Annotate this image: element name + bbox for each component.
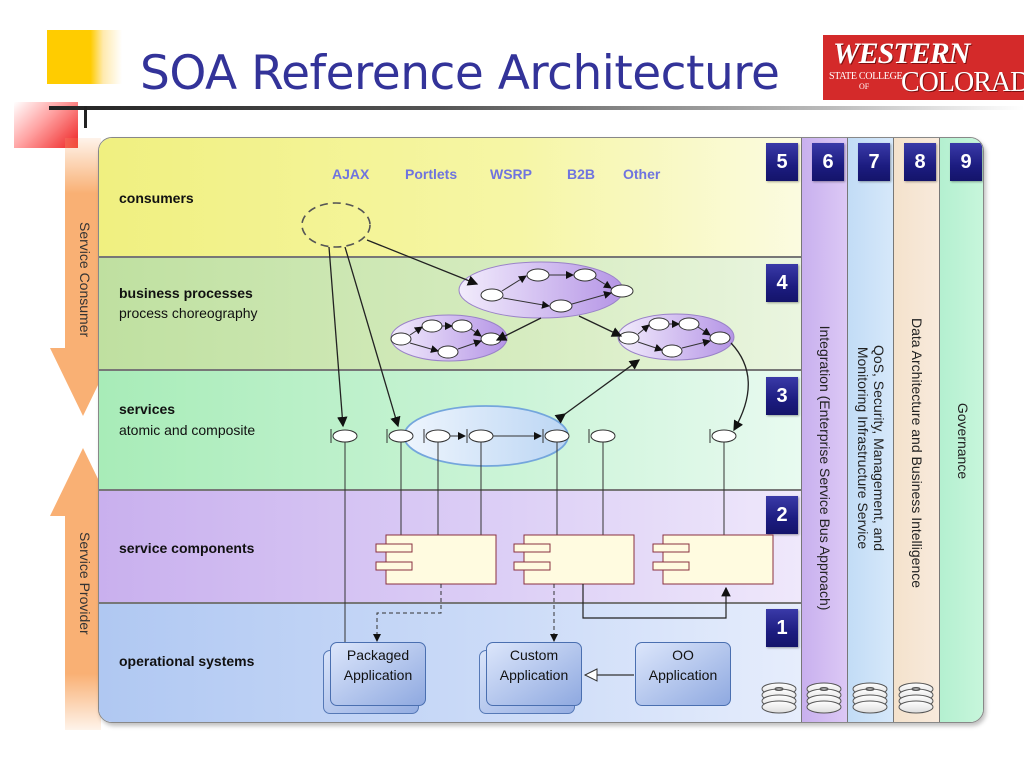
title-underline xyxy=(49,106,1024,110)
column-integration: Integration (Enterprise Service Bus Appr… xyxy=(801,138,847,722)
app-label: Packaged Application xyxy=(331,645,425,685)
channel-wsrp: WSRP xyxy=(490,166,532,182)
database-icon xyxy=(806,682,842,714)
database-icon xyxy=(852,682,888,714)
connector-arrow xyxy=(578,315,623,337)
channel-ajax: AJAX xyxy=(332,166,370,182)
college-logo: WESTERN STATE COLLEGE OF COLORADO xyxy=(823,35,1024,100)
layer-number-badge: 5 xyxy=(766,143,798,181)
service-provider-label: Service Provider xyxy=(77,532,93,635)
business-process-main xyxy=(458,261,634,319)
layer-title: services xyxy=(119,401,176,417)
layer-number-badge: 3 xyxy=(766,377,798,415)
channel-portlets: Portlets xyxy=(405,166,458,182)
consumer-ellipse xyxy=(301,202,371,248)
layer-title: service components xyxy=(119,540,255,556)
layer-number-badge: 4 xyxy=(766,264,798,302)
logo-text-western: WESTERN xyxy=(833,37,970,70)
app-label-line: Application xyxy=(499,667,569,683)
channel-other: Other xyxy=(623,166,661,182)
column-number-badge: 6 xyxy=(812,143,844,181)
app-packaged: Packaged Application xyxy=(330,642,426,706)
title-tick-mark xyxy=(84,106,87,128)
layer-number-badge: 2 xyxy=(766,496,798,534)
app-label-line: Application xyxy=(343,667,413,683)
column-data-architecture: Data Architecture and Business Intellige… xyxy=(893,138,939,722)
app-label-line: OO xyxy=(672,647,694,663)
connector-arrow xyxy=(366,239,479,286)
app-label: OO Application xyxy=(636,645,730,685)
connector-arrow xyxy=(554,359,641,424)
architecture-diagram: consumers AJAX Portlets WSRP B2B Other b… xyxy=(98,137,984,723)
decorative-yellow-square xyxy=(47,30,122,84)
connector-arrow xyxy=(344,246,401,428)
layer-number-badge: 1 xyxy=(766,609,798,647)
app-custom: Custom Application xyxy=(486,642,582,706)
logo-text-colorado: COLORADO xyxy=(901,67,1024,98)
database-icon xyxy=(761,682,797,714)
business-process-left xyxy=(390,314,508,362)
layer-consumers: consumers AJAX Portlets WSRP B2B Other xyxy=(99,138,801,258)
layer-subtitle: process choreography xyxy=(119,305,258,321)
channel-b2b: B2B xyxy=(567,166,596,182)
column-number-badge: 9 xyxy=(950,143,982,181)
connector-arrow xyxy=(582,584,731,619)
app-label: Custom Application xyxy=(487,645,581,685)
logo-text-state-college: STATE COLLEGE xyxy=(829,71,903,82)
service-consumer-label: Service Consumer xyxy=(77,222,93,338)
connector-arrow xyxy=(730,342,749,432)
column-number-badge: 8 xyxy=(904,143,936,181)
layer-subtitle: atomic and composite xyxy=(119,422,256,438)
column-qos-security: QoS, Security, Management, and Monitorin… xyxy=(847,138,893,722)
layer-title: consumers xyxy=(119,190,194,206)
app-label-line: Application xyxy=(648,667,718,683)
app-label-line: Packaged xyxy=(346,647,410,663)
logo-text-of: OF xyxy=(859,82,870,91)
service-component xyxy=(375,534,497,585)
connector-arrow xyxy=(495,317,542,341)
service-component xyxy=(652,534,774,585)
connector-arrow xyxy=(328,246,348,428)
business-process-right xyxy=(617,313,735,361)
layer-services: services atomic and composite xyxy=(99,371,801,491)
dependency-arrow xyxy=(373,584,442,642)
database-icon xyxy=(898,682,934,714)
app-oo: OO Application xyxy=(635,642,731,706)
app-label-line: Custom xyxy=(509,647,559,663)
service-nodes xyxy=(330,429,737,443)
slide-title: SOA Reference Architecture xyxy=(140,46,780,101)
layer-title: business processes xyxy=(119,285,253,301)
layer-title: operational systems xyxy=(119,653,255,669)
diagram-graphics xyxy=(301,202,934,714)
column-number-badge: 7 xyxy=(858,143,890,181)
service-component xyxy=(513,534,635,585)
service-links xyxy=(344,442,725,646)
column-governance: Governance xyxy=(939,138,983,722)
